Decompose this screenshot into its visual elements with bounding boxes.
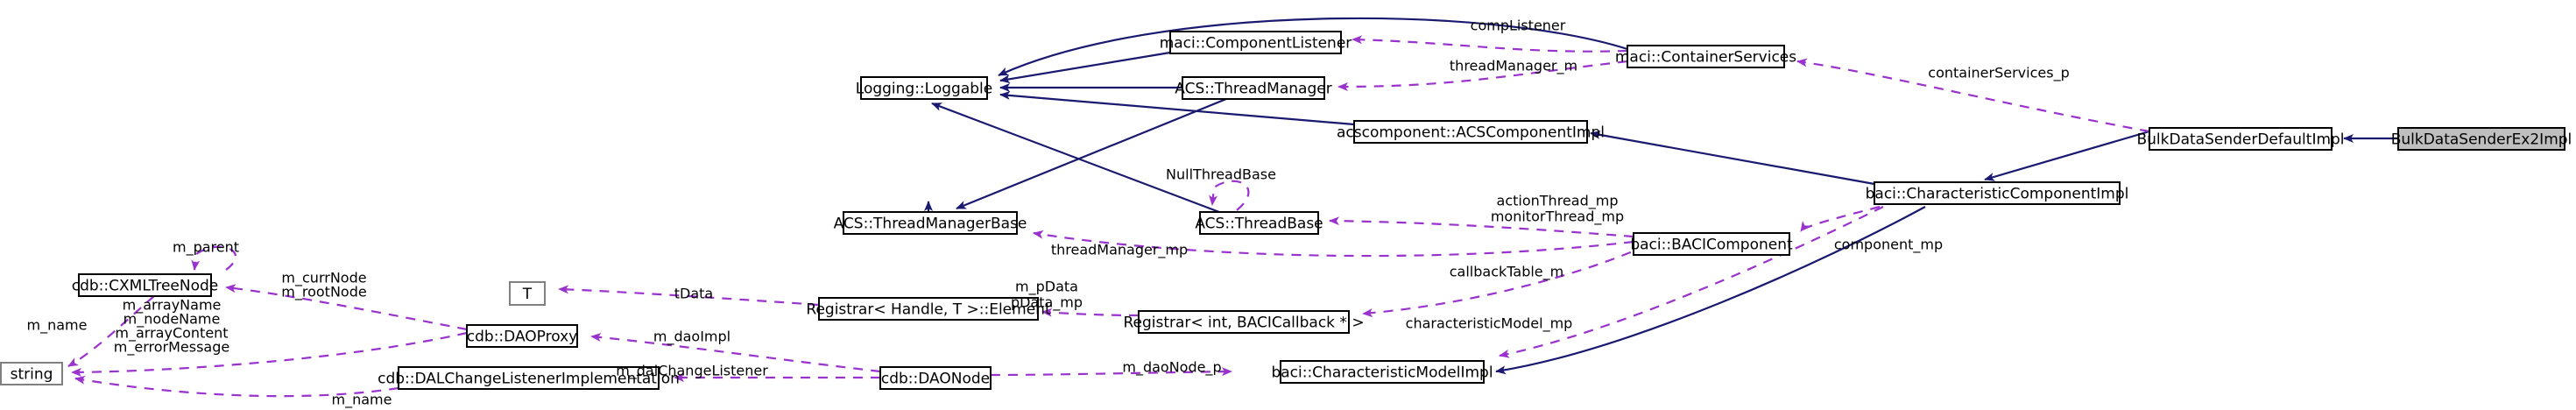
edge-labels: compListener threadManager_m containerSe… [27,18,2070,409]
edge-label-m-name-bottom: m_name [332,392,392,409]
edge-label-tdata: tData [674,286,713,302]
class-box-acs-threadmanager[interactable]: ACS::ThreadManager [1175,76,1332,100]
edge-label-m-arraycontent: m_arrayContent [115,325,228,343]
edge-daoproxy-cxmltreenode [225,284,468,331]
class-box-acscomponent-acscomponentimpl[interactable]: acscomponent::ACSComponentImpl [1337,120,1605,144]
edge-label-m-parent: m_parent [173,239,239,257]
edge-threadbase-to-loggable [931,102,1220,214]
class-box-template-t[interactable]: T [509,281,546,306]
class-label: maci::ContainerServices [1615,49,1796,67]
edge-label-m-arrayname: m_arrayName [123,297,222,315]
class-box-cdb-daonode[interactable]: cdb::DAONode [879,366,992,390]
edge-containerservices-complistener [1352,35,1628,53]
class-box-baci-bacicomponent[interactable]: baci::BACIComponent [1630,232,1793,256]
edge-daonode-charmodelimpl [990,367,1232,377]
edge-label-m-pdata: m_pData [1015,279,1078,296]
edge-bacicomponent-threadbase [1329,216,1634,238]
class-label: cdb::DAONode [881,371,990,388]
edge-registrar-element-t [558,285,820,307]
edge-charcompimpl-bacicomponent [1800,205,1881,232]
edge-label-m-rootnode: m_rootNode [281,284,366,301]
class-box-baci-characteristiccomponentimpl[interactable]: baci::CharacteristicComponentImpl [1866,181,2129,205]
edge-label-m-daoimpl: m_daoImpl [653,329,730,346]
class-box-registrar-handle-t-element[interactable]: Registrar< Handle, T >::Element [806,297,1051,321]
usage-edges [67,35,2150,398]
edge-registrar-int-bacicomponent [1362,244,1648,318]
edge-label-component-mp: component_mp [1834,237,1943,254]
edge-charcompimpl-charmodelimpl [1499,206,1884,358]
class-box-baci-characteristicmodelimpl[interactable]: baci::CharacteristicModelImpl [1271,360,1493,384]
edge-label-complistener: compListener [1471,18,1566,34]
class-label: ACS::ThreadManager [1175,81,1331,98]
class-label: ACS::ThreadManagerBase [834,216,1027,233]
edge-bacicomponent-threadmanagerbase [1033,230,1634,258]
class-label: baci::CharacteristicModelImpl [1271,364,1493,382]
class-label: cdb::CXMLTreeNode [72,278,219,295]
class-box-acs-threadmanagerbase[interactable]: ACS::ThreadManagerBase [834,211,1027,235]
edge-label-actionthread-mp: actionThread_mp [1497,193,1619,210]
edge-label-m-currnode: m_currNode [281,270,366,287]
edge-componentlistener-to-loggable [999,51,1171,84]
class-box-acs-threadbase[interactable]: ACS::ThreadBase [1195,211,1323,235]
class-box-maci-componentlistener[interactable]: maci::ComponentListener [1160,31,1352,54]
class-box-cdb-cxmltreenode[interactable]: cdb::CXMLTreeNode [72,273,219,297]
edge-label-threadmanager-mp: threadManager_mp [1051,242,1188,259]
edge-label-characteristicmodel-mp: characteristicModel_mp [1406,315,1573,333]
class-box-logging-loggable[interactable]: Logging::Loggable [856,76,992,100]
edge-label-threadmanager-m: threadManager_m [1450,58,1577,75]
class-label: ACS::ThreadBase [1195,216,1323,233]
class-label: cdb::DALChangeListenerImplementation [378,371,680,388]
class-label: baci::BACIComponent [1630,237,1793,254]
edge-label-m-errormessage: m_errorMessage [114,339,229,357]
class-label: baci::CharacteristicComponentImpl [1866,186,2129,203]
class-label: acscomponent::ACSComponentImpl [1337,124,1605,142]
edge-charmodelimpl-to-charcompimpl [1495,206,1926,375]
class-box-maci-containerservices[interactable]: maci::ContainerServices [1615,45,1796,68]
edge-bulkdatasenderdefault-to-charcompimpl [1984,130,2150,181]
class-label: Registrar< Handle, T >::Element [806,301,1051,319]
class-label: cdb::DAOProxy [467,329,577,346]
inheritance-edges [924,17,2398,375]
edge-label-containerservices-p: containerServices_p [1928,65,2069,82]
class-label: BulkDataSenderDefaultImpl [2136,131,2344,149]
edge-label-m-daonode-p: m_daoNode_p [1122,359,1221,377]
edge-label-pdata-mp: pData_mp [1011,294,1083,312]
edge-charcompimpl-to-acscomponentimpl [1590,131,1875,186]
class-box-cdb-dalchangelistenerimplementation[interactable]: cdb::DALChangeListenerImplementation [378,366,680,390]
class-box-cdb-daoproxy[interactable]: cdb::DAOProxy [466,324,578,348]
class-label: Logging::Loggable [856,81,992,98]
class-label: string [11,366,53,384]
edge-daoproxy-string [71,331,468,377]
edge-registrar-int-to-element [1041,308,1140,317]
edge-label-nullthreadbase: NullThreadBase [1166,166,1276,183]
class-box-bulkdatasenderex2impl[interactable]: BulkDataSenderEx2Impl [2391,127,2572,151]
edge-label-callbacktable-m: callbackTable_m [1450,264,1563,281]
class-label: T [522,286,533,303]
class-box-bulkdatasenderdefaultimpl[interactable]: BulkDataSenderDefaultImpl [2136,127,2345,151]
edge-label-m-nodename: m_nodeName [124,311,221,329]
edge-cxmltreenode-mparent-selfloop [191,245,237,271]
edge-daonode-daoproxy [590,333,881,373]
edge-containerservices-threadmanager [1337,60,1628,91]
class-box-string[interactable]: string [0,362,63,385]
class-box-registrar-int-bacicallback[interactable]: Registrar< int, BACICallback * > [1123,310,1365,334]
class-label: BulkDataSenderEx2Impl [2391,131,2572,149]
edge-threadmanager-to-threadmanagerbase [956,97,1227,210]
edge-bulkdatasender-containerservices [1796,58,2150,133]
edge-label-monitorthread-mp: monitorThread_mp [1491,209,1624,226]
class-boxes: maci::ComponentListener Logging::Loggabl… [0,31,2572,390]
edge-label-m-dalchangelistener: m_dalChangeListener [616,363,768,380]
edge-cxmltreenode-string [67,295,155,367]
edge-threadbase-nullthreadbase-selfloop [1209,180,1250,211]
edge-containerservices-to-loggable [998,17,1628,77]
class-label: maci::ComponentListener [1160,35,1352,53]
edge-acscomponentimpl-to-loggable [999,90,1355,126]
edge-dalchangelistener-string [74,375,399,398]
class-label: Registrar< int, BACICallback * > [1123,315,1364,332]
edge-label-m-name-top: m_name [27,317,88,335]
